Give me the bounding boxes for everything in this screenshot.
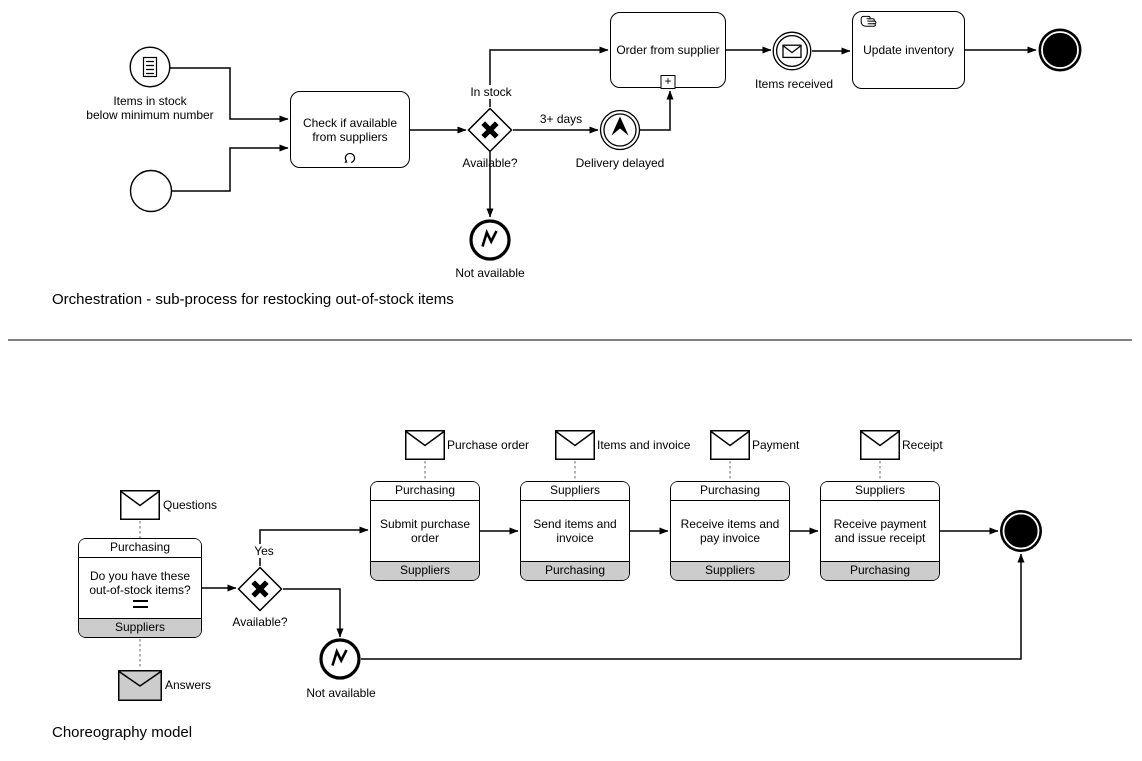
error-event-2-label: Not available: [306, 686, 376, 700]
message-payment-label: Payment: [752, 438, 800, 452]
error-bolt-icon: [331, 647, 348, 666]
conditional-start-event: [129, 46, 171, 88]
respondent-band: Suppliers: [79, 618, 201, 637]
respondent-band: Suppliers: [671, 561, 789, 580]
message-payment-icon: [710, 430, 750, 460]
branch-in-stock-label: In stock: [468, 85, 514, 99]
initiator-band: Purchasing: [79, 539, 201, 558]
choreo-task-label: Do you have these out-of-stock items?: [89, 568, 191, 597]
branch-yes-label: Yes: [252, 544, 276, 558]
respondent-band: Purchasing: [821, 561, 939, 580]
message-receipt-icon: [860, 430, 900, 460]
choreo-task-receive-payment: Suppliers Receive payment and issue rece…: [820, 481, 940, 581]
message-receipt-label: Receipt: [902, 438, 943, 452]
respondent-band: Suppliers: [371, 561, 479, 580]
xor-gateway-available-2: [237, 566, 283, 612]
orchestration-caption: Orchestration - sub-process for restocki…: [52, 291, 454, 308]
message-catch-event: [772, 31, 812, 71]
gateway-available-label: Available?: [462, 156, 518, 170]
start-event: [129, 169, 173, 213]
conditional-start-label: Items in stock below minimum number: [86, 94, 214, 122]
xor-x-icon: [481, 121, 499, 139]
terminate-end-event: [1038, 28, 1082, 72]
choreo-task-send-items: Suppliers Send items and invoice Purchas…: [520, 481, 630, 581]
flow-no-to-error: [283, 588, 344, 638]
choreo-task-ask-availability: Purchasing Do you have these out-of-stoc…: [78, 538, 202, 638]
message-questions-label: Questions: [163, 498, 218, 512]
respondent-band: Purchasing: [521, 561, 629, 580]
message-questions-icon: [120, 490, 160, 520]
terminate-end-event-2: [1000, 510, 1042, 552]
escalation-event-label: Delivery delayed: [575, 156, 665, 170]
gateway-available-2-label: Available?: [232, 615, 288, 629]
error-end-event: [469, 219, 511, 261]
choreo-task-receive-items: Purchasing Receive items and pay invoice…: [670, 481, 790, 581]
loop-marker-icon: [344, 152, 356, 164]
subprocess-order-from-supplier: Order from supplier +: [610, 12, 726, 89]
choreo-task-label: Send items and invoice: [533, 517, 617, 545]
message-purchase-order-label: Purchase order: [447, 438, 530, 452]
message-answers-label: Answers: [165, 678, 212, 692]
message-event-label: Items received: [754, 77, 834, 91]
escalation-event: [599, 109, 641, 151]
message-purchase-order-icon: [405, 430, 445, 460]
error-bolt-icon: [481, 228, 498, 247]
choreo-task-label: Receive items and pay invoice: [680, 517, 780, 545]
choreography-caption: Choreography model: [52, 724, 193, 741]
message-items-invoice-icon: [555, 430, 595, 460]
choreo-task-label: Receive payment and issue receipt: [833, 517, 927, 545]
subprocess-order-label: Order from supplier: [616, 43, 720, 57]
message-items-invoice-label: Items and invoice: [597, 438, 691, 452]
initiator-band: Purchasing: [371, 482, 479, 501]
flow-yes-to-submit: [259, 526, 369, 566]
flow-escalation-to-order: [640, 90, 674, 131]
error-event-label: Not available: [455, 266, 525, 280]
envelope-icon: [782, 44, 802, 59]
initiator-band: Suppliers: [521, 482, 629, 501]
branch-delay-label: 3+ days: [537, 112, 585, 126]
multiplicity-marker-icon: [132, 599, 148, 608]
choreo-task-label: Submit purchase order: [379, 517, 471, 545]
task-check-availability: Check if available from suppliers: [290, 91, 410, 168]
initiator-band: Purchasing: [671, 482, 789, 501]
task-update-inventory: Update inventory: [852, 11, 965, 89]
initiator-band: Suppliers: [821, 482, 939, 501]
error-end-event-2: [319, 638, 361, 680]
xor-gateway-available: [467, 107, 513, 153]
task-check-availability-label: Check if available from suppliers: [302, 115, 398, 144]
manual-task-hand-icon: [860, 15, 877, 27]
subprocess-plus-marker: +: [660, 74, 676, 89]
flow-start-to-check: [172, 144, 289, 192]
choreo-task-submit-order: Purchasing Submit purchase order Supplie…: [370, 481, 480, 581]
escalation-chevron-icon: [611, 116, 629, 136]
message-answers-icon: [118, 670, 162, 701]
task-update-inventory-label: Update inventory: [863, 43, 954, 57]
xor-x-icon: [251, 580, 269, 598]
condition-list-icon: [142, 56, 158, 78]
